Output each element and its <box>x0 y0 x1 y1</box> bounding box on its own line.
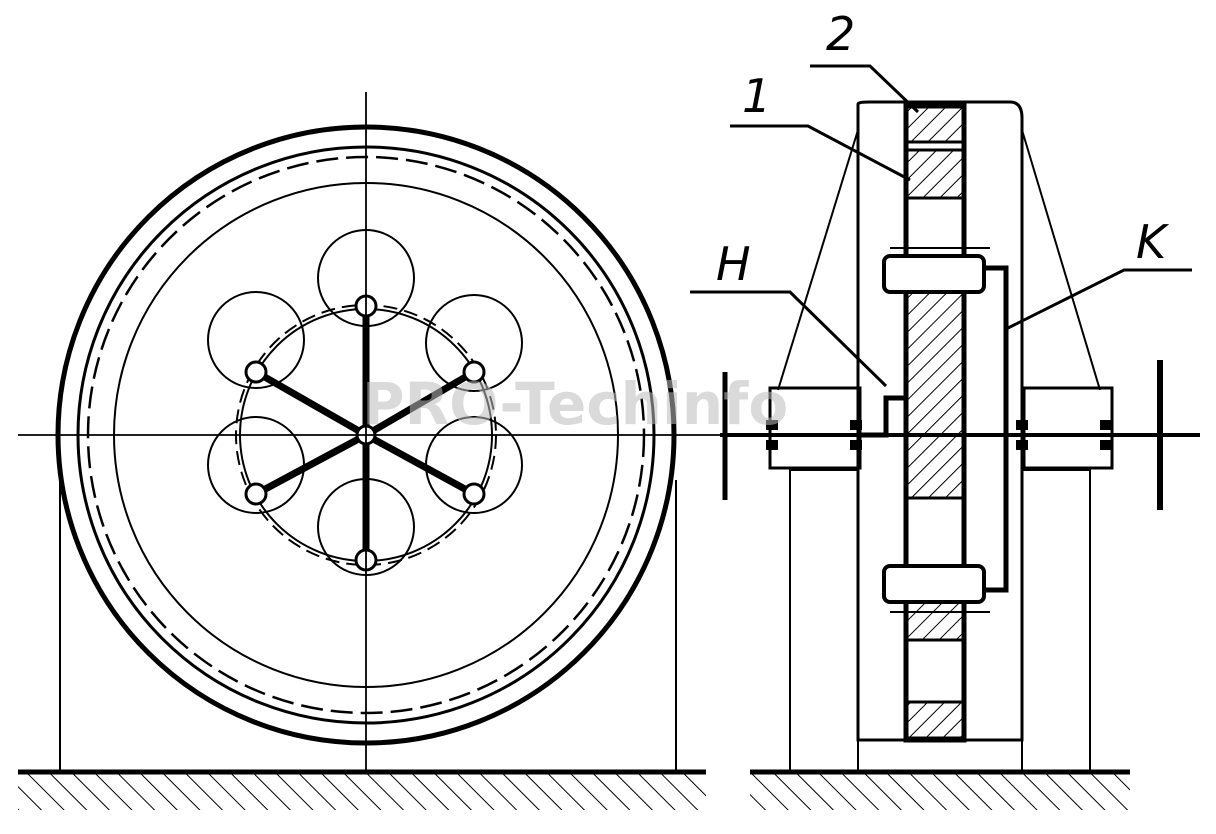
side-support-right <box>1021 469 1091 773</box>
arm-k <box>986 265 1009 593</box>
planet-gear-top-left <box>207 291 305 389</box>
label-ring-gear: 2 <box>826 7 855 61</box>
label-carrier: H <box>716 237 751 291</box>
planet-pin-upper <box>882 254 986 294</box>
front-view <box>18 92 730 810</box>
ring-gear-top-section <box>904 104 966 144</box>
sun-gear-upper-section <box>904 148 966 200</box>
ring-gear-bottom-section <box>904 700 966 740</box>
carrier-bracket <box>860 395 904 438</box>
leader-lines <box>690 64 1192 388</box>
label-arm: K <box>1136 215 1170 269</box>
watermark: PRO-Techinfo <box>362 370 788 438</box>
side-ground-hatch <box>750 774 1130 810</box>
label-sun-gear: 1 <box>742 69 771 123</box>
bearing-marks <box>766 420 1112 450</box>
side-housing-outline <box>856 100 1024 742</box>
side-support-left <box>789 469 859 773</box>
sun-gear-centre-section <box>904 288 966 500</box>
planet-gear-top-right <box>425 294 523 392</box>
front-ground-hatch <box>18 774 706 810</box>
side-view <box>690 64 1200 810</box>
planet-pin-lower <box>882 564 986 604</box>
bearing-right <box>1022 386 1114 470</box>
sun-gear-lower-section <box>904 598 966 642</box>
